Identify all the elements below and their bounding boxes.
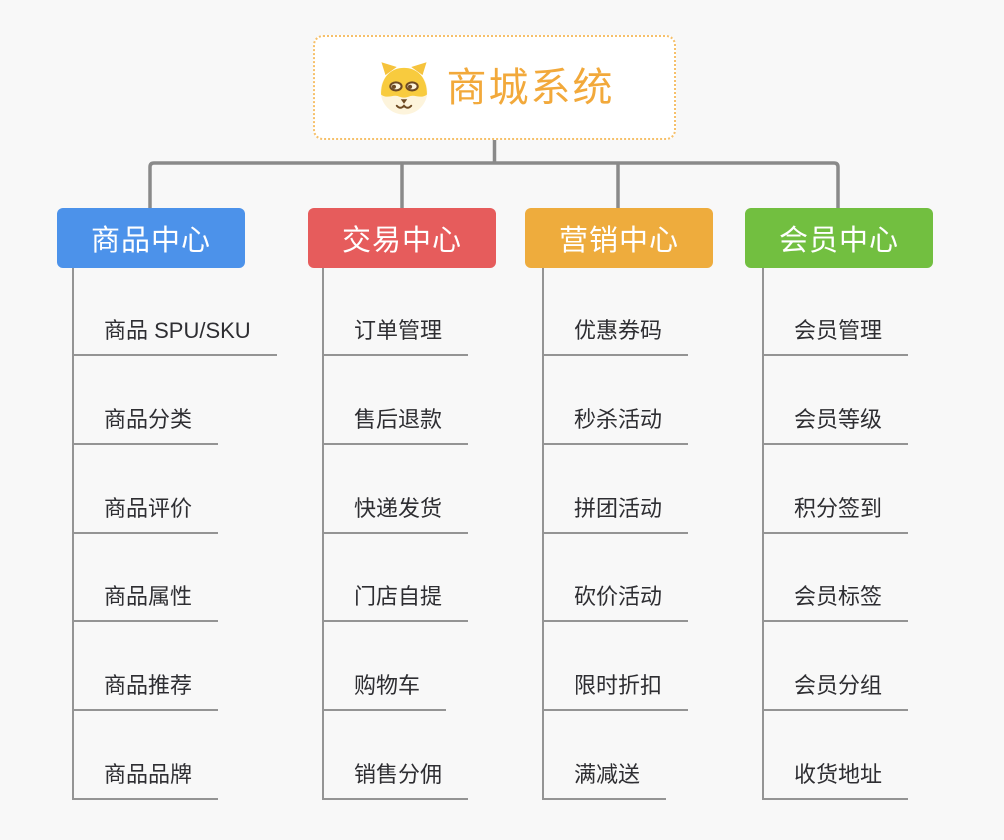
topic-item[interactable]: 优惠券码 (544, 316, 689, 356)
branch-header-trade-center[interactable]: 交易中心 (308, 208, 496, 268)
topic-item[interactable]: 门店自提 (324, 582, 469, 623)
topic-item[interactable]: 限时折扣 (544, 671, 689, 712)
topic-item[interactable]: 会员分组 (764, 671, 909, 712)
branch-items-member-center: 会员管理 会员等级 积分签到 会员标签 会员分组 收货地址 (762, 268, 909, 800)
topic-item[interactable]: 会员标签 (764, 582, 909, 623)
topic-item[interactable]: 收货地址 (764, 760, 909, 800)
topic-item[interactable]: 销售分佣 (324, 760, 469, 800)
branch-items-trade-center: 订单管理 售后退款 快递发货 门店自提 购物车 销售分佣 (322, 268, 469, 800)
topic-item[interactable]: 售后退款 (324, 405, 469, 445)
branch-rail-line (148, 161, 840, 208)
branch-header-member-center[interactable]: 会员中心 (745, 208, 933, 268)
topic-item[interactable]: 商品属性 (74, 582, 219, 623)
topic-item[interactable]: 砍价活动 (544, 582, 689, 623)
topic-item[interactable]: 订单管理 (324, 316, 469, 356)
topic-item[interactable]: 商品评价 (74, 494, 219, 534)
topic-item[interactable]: 会员等级 (764, 405, 909, 445)
dog-face-icon (380, 61, 427, 115)
topic-item[interactable]: 商品推荐 (74, 671, 219, 712)
branch-header-product-center[interactable]: 商品中心 (57, 208, 245, 268)
topic-item[interactable]: 秒杀活动 (544, 405, 689, 445)
topic-item[interactable]: 购物车 (324, 671, 447, 712)
branch-header-marketing-center[interactable]: 营销中心 (525, 208, 713, 268)
topic-item[interactable]: 商品分类 (74, 405, 219, 445)
topic-item[interactable]: 积分签到 (764, 494, 909, 534)
topic-item[interactable]: 商品 SPU/SKU (74, 316, 277, 356)
topic-item[interactable]: 拼团活动 (544, 494, 689, 534)
topic-item[interactable]: 商品品牌 (74, 760, 219, 800)
branch-items-product-center: 商品 SPU/SKU 商品分类 商品评价 商品属性 商品推荐 商品品牌 (72, 268, 277, 800)
topic-item[interactable]: 快递发货 (324, 494, 469, 534)
topic-item[interactable]: 满减送 (544, 760, 667, 800)
root-node[interactable]: 商城系统 (313, 35, 676, 140)
branch-items-marketing-center: 优惠券码 秒杀活动 拼团活动 砍价活动 限时折扣 满减送 (542, 268, 689, 800)
root-title: 商城系统 (446, 65, 615, 110)
topic-item[interactable]: 会员管理 (764, 316, 909, 356)
